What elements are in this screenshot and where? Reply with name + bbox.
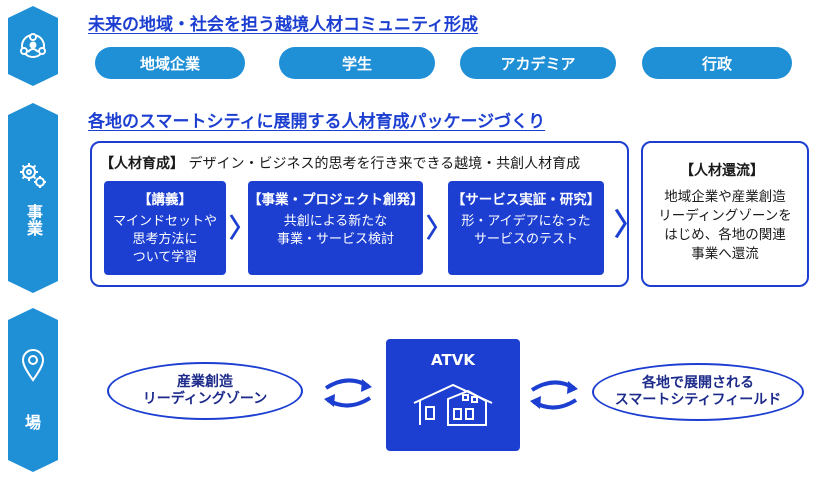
step-project-title: 【事業・プロジェクト創発】 [248,192,424,208]
gears-icon [18,160,48,190]
place-ribbon: 場 [8,308,58,472]
step-verification-body: 形・アイデアになった サービスのテスト [461,214,591,247]
community-ribbon [8,6,58,86]
place-ribbon-label: 場 [24,413,41,432]
training-heading: 【人材育成】 デザイン・ビジネス的思考を行き来できる越境・共創人材育成 [100,153,580,173]
member-pill-students: 学生 [279,47,435,79]
member-pill-government: 行政 [642,47,792,79]
return-heading: 【人材還流】 [680,163,764,179]
atvk-title: ATVK [431,351,475,369]
smart-city-field-oval: 各地で展開される スマートシティフィールド [592,363,804,421]
location-pin-icon [19,347,47,383]
atvk-box: ATVK [386,339,520,451]
training-heading-bracket: 【人材育成】 [100,156,184,172]
step-verification: 【サービス実証・研究】 形・アイデアになった サービスのテスト [448,181,604,275]
chevron-right-icon: 〉 [614,208,644,243]
return-box [641,141,809,287]
member-pill-academia: アカデミア [460,47,616,79]
step-lecture-body: マインドセットや 思考方法に ついて学習 [112,214,217,265]
business-title: 各地のスマートシティに展開する人材育成パッケージづくり [88,112,546,132]
return-body: 地域企業や産業創造 リーディングゾーンを はじめ、各地の関連 事業へ還流 [658,189,792,262]
step-project-body: 共創による新たな 事業・サービス検討 [276,214,394,247]
step-verification-title: 【サービス実証・研究】 [451,192,601,208]
houses-icon [408,383,498,433]
step-lecture: 【講義】 マインドセットや 思考方法に ついて学習 [104,181,226,275]
business-ribbon-label: 事業 [24,204,43,236]
chevron-right-icon: 〉 [426,214,453,244]
step-project: 【事業・プロジェクト創発】 共創による新たな 事業・サービス検討 [248,181,424,275]
swap-arrows-icon [530,380,578,410]
community-title: 未来の地域・社会を担う越境人材コミュニティ形成 [88,15,478,35]
training-heading-text: デザイン・ビジネス的思考を行き来できる越境・共創人材育成 [188,156,581,172]
business-ribbon: 事業 [8,103,58,293]
leading-zone-oval: 産業創造 リーディングゾーン [107,362,303,420]
step-lecture-title: 【講義】 [138,192,192,208]
member-pill-local-business: 地域企業 [95,47,245,79]
people-network-icon [18,31,48,61]
swap-arrows-icon [324,378,372,408]
